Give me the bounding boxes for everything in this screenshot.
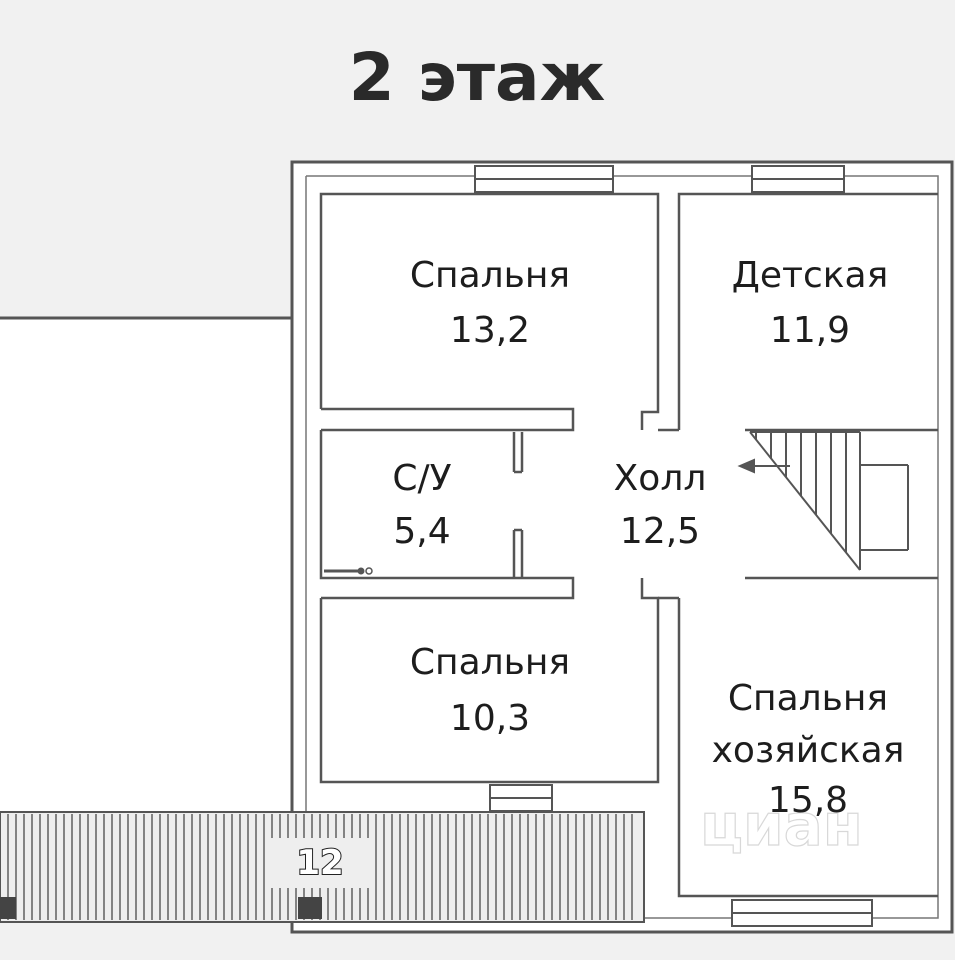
room-bedroom2-name: Спальня bbox=[410, 642, 570, 683]
watermark-text: циан bbox=[700, 791, 863, 859]
room-hall-name: Холл bbox=[614, 458, 707, 499]
windows bbox=[474, 165, 873, 927]
terrace-number: 12 bbox=[296, 843, 343, 883]
room-hall-area: 12,5 bbox=[620, 511, 700, 552]
room-master-name-line2: хозяйская bbox=[712, 730, 905, 771]
room-labels: Спальня 13,2 Детская 11,9 С/У 5,4 Холл 1… bbox=[392, 255, 904, 821]
room-bedroom2-area: 10,3 bbox=[450, 698, 530, 739]
room-bathroom-name: С/У bbox=[392, 458, 451, 499]
floor-title: 2 этаж bbox=[349, 39, 606, 116]
adjacent-area bbox=[0, 318, 292, 813]
room-master-name-line1: Спальня bbox=[728, 678, 888, 719]
terrace: 12 bbox=[0, 811, 645, 923]
bath-fixture bbox=[324, 567, 373, 575]
interior-walls bbox=[319, 192, 938, 898]
room-bedroom1-name: Спальня bbox=[410, 255, 570, 296]
room-kids-name: Детская bbox=[732, 255, 889, 296]
room-kids-area: 11,9 bbox=[770, 310, 850, 351]
room-master-area: 15,8 bbox=[768, 780, 848, 821]
terrace-post-mid bbox=[298, 897, 322, 919]
staircase bbox=[737, 431, 909, 571]
room-bedroom1-area: 13,2 bbox=[450, 310, 530, 351]
room-bathroom-area: 5,4 bbox=[393, 511, 450, 552]
terrace-post-left bbox=[0, 897, 16, 919]
